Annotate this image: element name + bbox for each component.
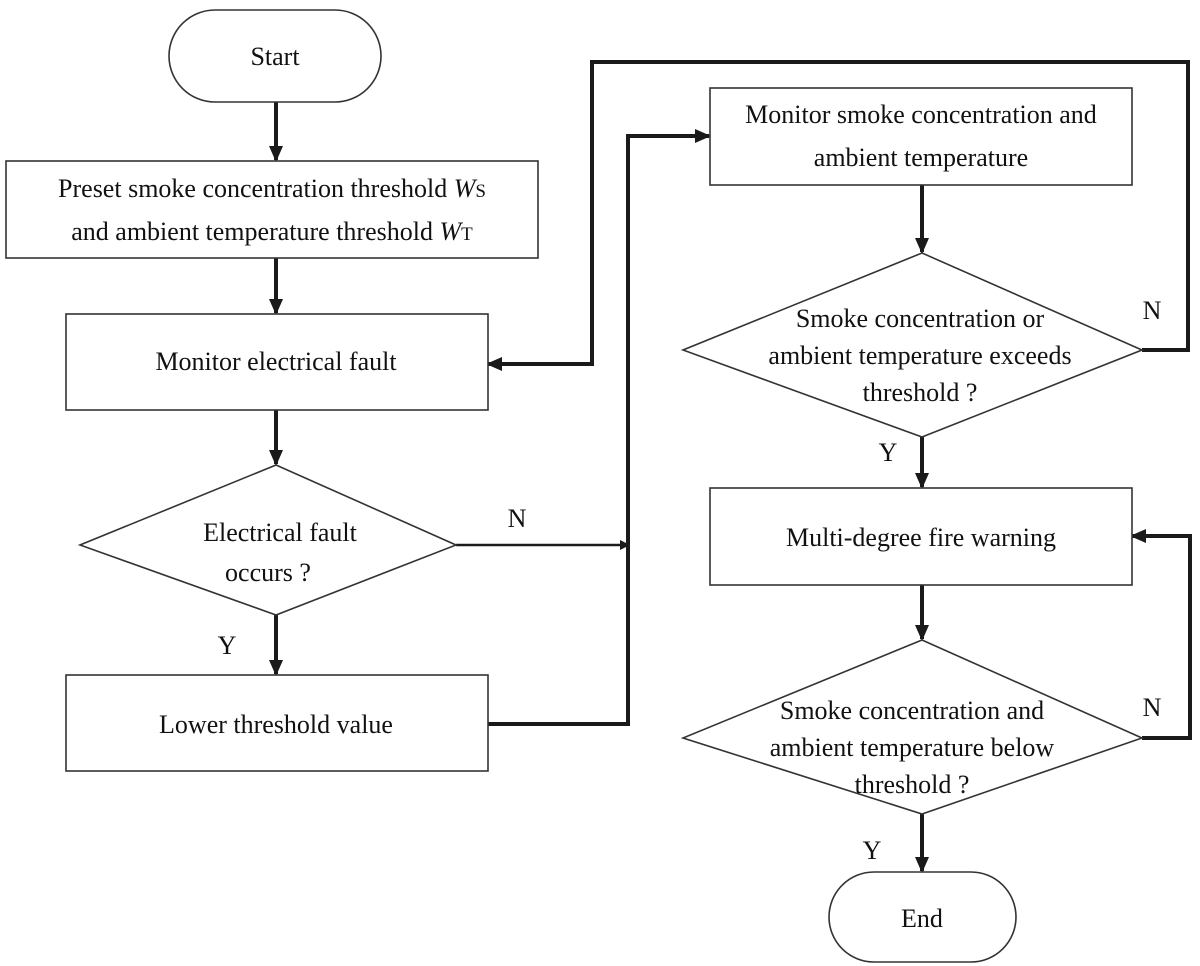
fault-decision-diamond [77, 464, 459, 616]
edge-junction-to-monitor-smoke [626, 129, 711, 545]
lower-threshold-label: Lower threshold value [159, 710, 393, 739]
exceed-decision-line1: Smoke concentration or [796, 304, 1045, 333]
nodes [5, 9, 1145, 963]
below-decision-line1: Smoke concentration and [780, 696, 1044, 725]
monitor-fault-label: Monitor electrical fault [155, 347, 397, 376]
fault-no-label: N [508, 504, 527, 533]
preset-threshold-box [5, 160, 539, 259]
end-terminal [828, 871, 1017, 963]
fault-yes-label: Y [218, 631, 237, 660]
start-label: Start [250, 42, 300, 71]
below-no-label: N [1143, 693, 1162, 722]
exceed-no-label: N [1143, 296, 1162, 325]
monitor-smoke-box [709, 87, 1133, 186]
preset-label-line2: and ambient temperature threshold WT [71, 217, 473, 246]
monitor-fault-box [65, 313, 489, 411]
monitor-smoke-line1: Monitor smoke concentration and [745, 100, 1097, 129]
node-labels: Start Preset smoke concentration thresho… [58, 42, 1097, 933]
fault-decision-line1: Electrical fault [203, 518, 358, 547]
start-terminal [168, 9, 382, 103]
exceed-decision-diamond [680, 252, 1145, 438]
below-decision-diamond [680, 639, 1145, 815]
fault-decision-line2: occurs ? [225, 558, 311, 587]
edge-labels: N Y N Y N Y [218, 296, 1162, 865]
connectors [269, 60, 1192, 873]
exceed-decision-line3: threshold ? [863, 378, 978, 407]
edge-lower-to-junction [488, 545, 630, 726]
edge-exceed-no-loop [486, 60, 1190, 371]
exceed-decision-line2: ambient temperature exceeds [768, 341, 1071, 370]
exceed-yes-label: Y [879, 438, 898, 467]
end-label: End [901, 904, 943, 933]
below-yes-label: Y [863, 836, 882, 865]
below-decision-line3: threshold ? [855, 770, 970, 799]
edge-below-no-loop [1130, 529, 1192, 740]
preset-label-line1: Preset smoke concentration threshold WS [58, 174, 486, 203]
fire-warning-box [709, 487, 1133, 586]
fire-warning-label: Multi-degree fire warning [786, 523, 1056, 552]
below-decision-line2: ambient temperature below [770, 733, 1055, 762]
lower-threshold-box [65, 674, 489, 772]
monitor-smoke-line2: ambient temperature [814, 143, 1028, 172]
